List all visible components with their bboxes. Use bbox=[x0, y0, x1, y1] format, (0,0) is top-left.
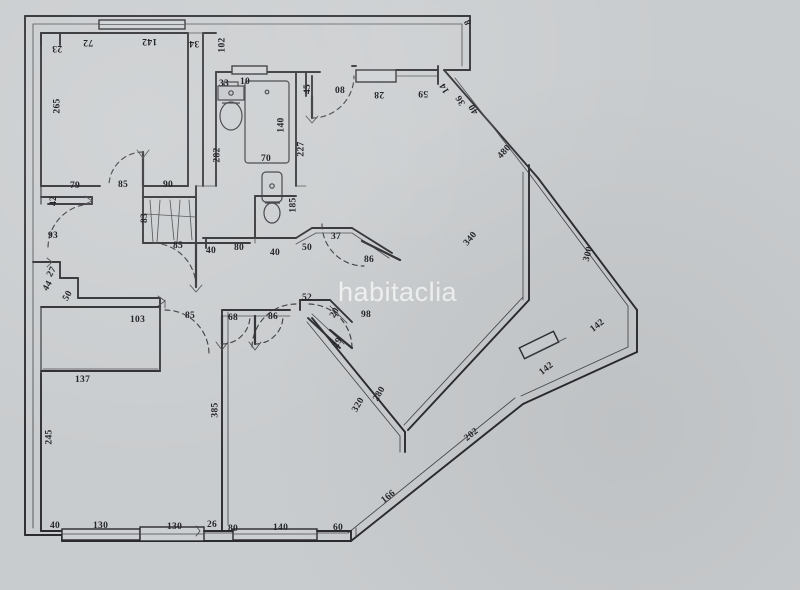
dimension-label: 142 bbox=[142, 36, 158, 46]
dimension-label: 40 bbox=[206, 246, 217, 256]
dimension-label: 140 bbox=[276, 117, 287, 133]
sink-basin bbox=[217, 85, 245, 101]
closet-wardrobe bbox=[142, 185, 207, 293]
dimension-label: 70 bbox=[261, 154, 272, 164]
entry-door-top-right bbox=[351, 65, 439, 85]
dining-salon bbox=[251, 223, 406, 453]
sink-lower-drain bbox=[269, 183, 275, 189]
dimension-label: 140 bbox=[273, 523, 289, 533]
dimension-label: 72 bbox=[83, 37, 94, 47]
dimension-label: 86 bbox=[268, 312, 279, 322]
dimension-label: 86 bbox=[364, 255, 375, 265]
dimension-label: 85 bbox=[185, 311, 196, 321]
dimension-label: 265 bbox=[52, 98, 63, 114]
dimension-label: 52 bbox=[302, 293, 313, 303]
dimension-label: 137 bbox=[75, 375, 91, 385]
entry-door-slab bbox=[355, 69, 397, 83]
balcony-slider bbox=[518, 330, 560, 360]
living-room-right bbox=[403, 164, 567, 431]
wc-small bbox=[202, 195, 353, 245]
dimension-label: 227 bbox=[296, 141, 307, 157]
sink-drain bbox=[228, 90, 234, 96]
outer-wall-inner-line bbox=[32, 23, 629, 534]
dimension-label: 245 bbox=[44, 429, 55, 445]
dimension-label: 50 bbox=[302, 243, 313, 253]
window-bottom-center bbox=[232, 528, 318, 541]
dimension-label: 85 bbox=[118, 180, 129, 190]
dimension-label: 40 bbox=[50, 521, 61, 531]
dimension-label: 102 bbox=[217, 37, 228, 53]
dimension-label: 79 bbox=[70, 181, 81, 191]
dimension-label: 85 bbox=[173, 241, 184, 251]
dimension-label: 08 bbox=[335, 86, 346, 96]
room-bedroom-bottom-left bbox=[40, 295, 223, 542]
outer-walls bbox=[24, 15, 638, 542]
dimension-label: 23 bbox=[52, 43, 63, 53]
dimension-label: 130 bbox=[93, 521, 109, 531]
bathroom-main bbox=[202, 32, 297, 203]
dimension-label: 80 bbox=[234, 243, 245, 253]
bathroom-door-slab bbox=[231, 65, 268, 75]
dimension-label: 34 bbox=[189, 38, 200, 48]
wc-toilet bbox=[263, 202, 281, 224]
dimension-label: 83 bbox=[140, 212, 151, 224]
dimension-label: 40 bbox=[270, 248, 281, 258]
dimension-label: 68 bbox=[228, 313, 239, 323]
dimension-label: 59 bbox=[418, 88, 429, 98]
hallway-entry bbox=[295, 71, 355, 124]
hall-left-step bbox=[32, 195, 161, 299]
bathtub-drain bbox=[264, 89, 270, 95]
dimension-label: 93 bbox=[48, 231, 59, 241]
dimension-label: 26 bbox=[207, 520, 218, 530]
dimension-label: 10 bbox=[240, 77, 251, 87]
sink-lower bbox=[261, 171, 283, 203]
dimension-label: 385 bbox=[210, 402, 221, 418]
dimension-label: 28 bbox=[374, 89, 385, 99]
terrace-bottom-right bbox=[350, 527, 357, 542]
room-bedroom-top-left bbox=[40, 19, 189, 188]
dimension-label: 60 bbox=[333, 523, 344, 533]
dimension-label: 185 bbox=[288, 197, 299, 213]
dimension-label: 103 bbox=[130, 315, 146, 325]
detail-ticks bbox=[159, 32, 307, 372]
dimension-label: 37 bbox=[331, 232, 342, 242]
dimension-label: 130 bbox=[167, 522, 183, 532]
dimension-label: 42 bbox=[49, 195, 60, 207]
bathtub bbox=[244, 80, 290, 164]
dimension-label: 45 bbox=[303, 83, 314, 95]
dimension-label: 80 bbox=[228, 524, 239, 534]
dimension-label: 90 bbox=[163, 180, 174, 190]
dimension-label: 282 bbox=[212, 147, 223, 163]
toilet-bowl bbox=[219, 101, 243, 131]
room-bedroom-center-bottom bbox=[215, 309, 352, 541]
dimension-label: 98 bbox=[361, 310, 372, 320]
dimension-label: 33 bbox=[219, 79, 230, 89]
